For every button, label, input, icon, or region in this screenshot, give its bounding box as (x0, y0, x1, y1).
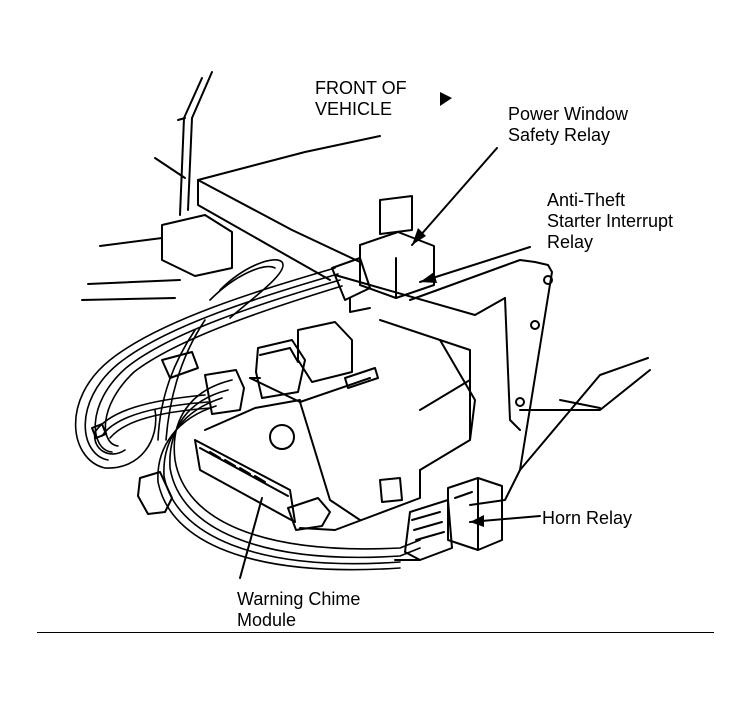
front-of-vehicle-line-1: FRONT OF (315, 78, 407, 98)
warning-chime-label-line-2: Module (237, 610, 297, 630)
base-plate (204, 319, 476, 531)
warning-chime-label-line-1: Warning Chime (237, 589, 361, 609)
power-window-label-line-2: Safety Relay (508, 125, 611, 145)
leader-arrowheads (412, 228, 484, 527)
warning-chime-module-label: Warning Chime Module (237, 589, 360, 631)
power-window-safety-relay-label: Power Window Safety Relay (508, 104, 628, 146)
horn-relay-label-line-1: Horn Relay (542, 508, 633, 528)
anti-theft-label-line-3: Relay (547, 232, 594, 252)
anti-theft-starter-interrupt-relay-label: Anti-Theft Starter Interrupt Relay (547, 190, 673, 253)
horn-relay-label: Horn Relay (542, 508, 632, 529)
left-mount-post (154, 71, 213, 216)
bottom-divider (37, 632, 714, 633)
power-window-safety-relay-connector (331, 195, 435, 313)
anti-theft-label-line-2: Starter Interrupt (547, 211, 674, 231)
front-direction-arrow-icon (440, 92, 452, 106)
front-of-vehicle-label: FRONT OF VEHICLE (315, 78, 407, 120)
front-of-vehicle-line-2: VEHICLE (315, 99, 393, 119)
harness-end-connector (91, 423, 173, 515)
anti-theft-label-line-1: Anti-Theft (547, 190, 626, 210)
warning-chime-module (194, 439, 331, 531)
leader-lines (239, 147, 541, 579)
power-window-label-line-1: Power Window (508, 104, 629, 124)
horn-relay-connector (394, 477, 503, 561)
mounting-bracket (81, 135, 651, 506)
wiring-harness (74, 259, 421, 571)
